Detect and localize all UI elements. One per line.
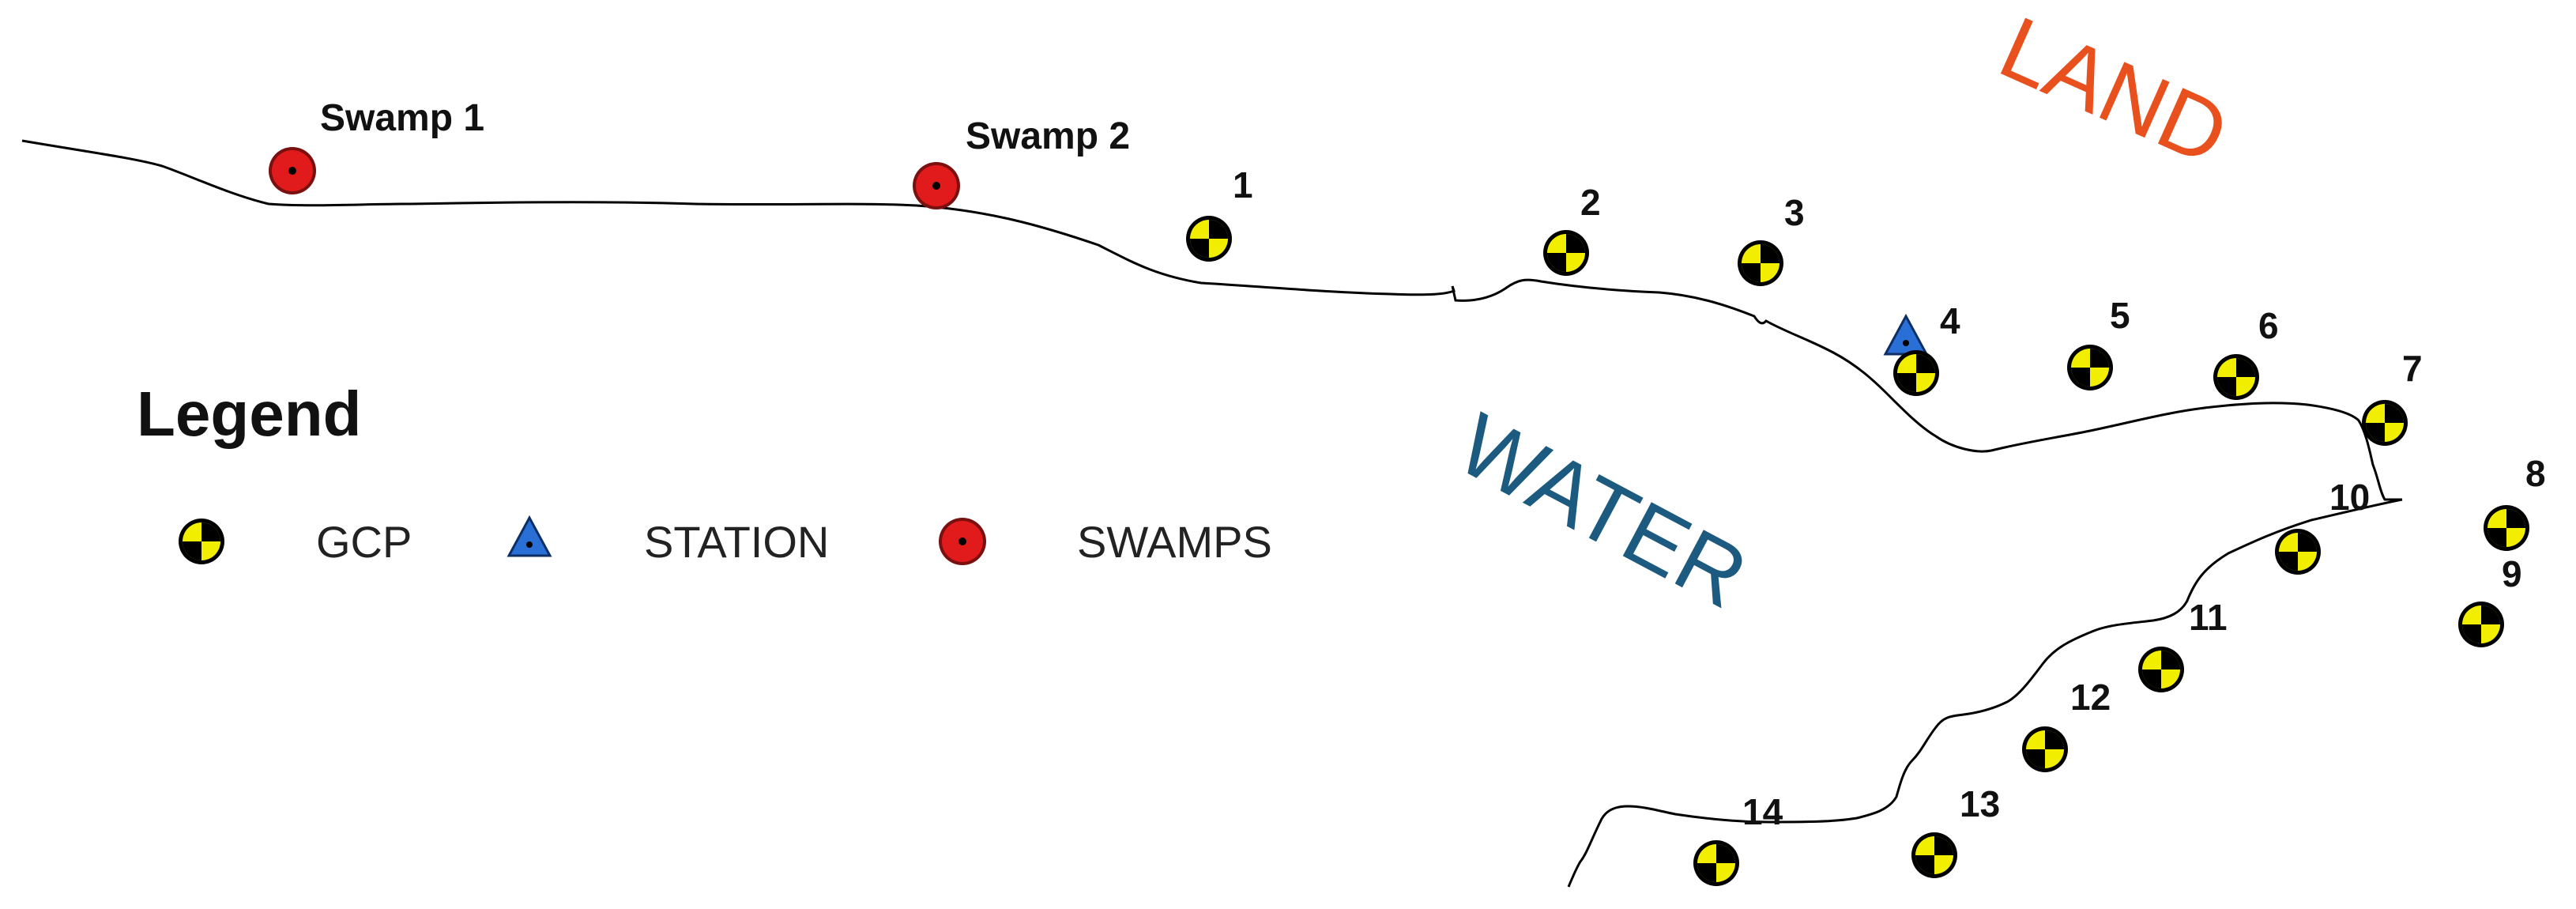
gcp-icon — [1738, 240, 1783, 286]
gcp-icon — [179, 519, 224, 564]
gcp-marker[interactable]: 8 — [2484, 453, 2546, 551]
gcp-label: 8 — [2525, 453, 2546, 494]
gcp-label: 12 — [2070, 677, 2111, 718]
gcp-marker[interactable]: 13 — [1911, 783, 2000, 878]
legend-item-swamps: SWAMPS — [935, 506, 1272, 577]
water-label: WATER — [1443, 394, 1763, 627]
gcp-icon — [1186, 216, 1232, 262]
legend: GCP STATION SWAMPS — [174, 506, 1359, 577]
gcp-marker[interactable]: 4 — [1893, 300, 1960, 396]
station-marker[interactable] — [1884, 315, 1928, 356]
land-label: LAND — [1987, 0, 2243, 184]
gcp-label: 11 — [2189, 597, 2228, 638]
gcp-label: 1 — [1233, 164, 1253, 206]
swamp-icon — [939, 518, 986, 565]
gcp-label: 7 — [2402, 348, 2423, 389]
gcp-icon — [2484, 505, 2529, 551]
gcp-icon — [2138, 647, 2184, 692]
gcp-marker[interactable]: 10 — [2275, 477, 2370, 575]
gcp-label: 13 — [1960, 783, 2000, 824]
swamp-marker[interactable]: Swamp 1 — [269, 97, 484, 194]
gcp-marker[interactable]: 5 — [2067, 295, 2130, 390]
gcp-marker[interactable]: 12 — [2022, 677, 2111, 772]
gcp-icon — [2067, 345, 2113, 390]
swamp-marker[interactable]: Swamp 2 — [913, 115, 1130, 209]
gcp-icon — [1893, 350, 1939, 396]
gcp-icon — [2022, 726, 2068, 772]
gcp-label: 10 — [2329, 477, 2370, 518]
gcp-marker[interactable]: 9 — [2458, 553, 2522, 647]
legend-item-station: STATION — [502, 506, 829, 577]
swamp-label: Swamp 1 — [320, 97, 484, 139]
gcp-icon — [1543, 230, 1589, 276]
gcp-icon — [2275, 529, 2321, 575]
swamp-icon — [269, 147, 316, 194]
swamp-icon — [913, 162, 960, 209]
gcp-label: 6 — [2258, 305, 2279, 346]
gcp-label: 9 — [2502, 553, 2522, 594]
gcp-icon — [2458, 602, 2504, 647]
shoreline-lower — [1567, 498, 2403, 888]
gcp-marker[interactable]: 2 — [1543, 182, 1601, 276]
legend-item-gcp: GCP — [174, 506, 412, 577]
legend-label: STATION — [644, 516, 830, 567]
gcp-label: 14 — [1742, 791, 1783, 832]
gcp-marker[interactable]: 7 — [2362, 348, 2423, 446]
gcp-icon — [1693, 840, 1739, 886]
gcp-marker[interactable]: 3 — [1738, 192, 1805, 286]
swamp-label: Swamp 2 — [966, 115, 1130, 157]
legend-label: GCP — [316, 516, 412, 567]
station-icon — [507, 515, 552, 557]
gcp-marker[interactable]: 11 — [2138, 597, 2228, 692]
gcp-label: 4 — [1940, 300, 1960, 341]
shoreline-upper — [21, 139, 2402, 501]
legend-title: Legend — [137, 379, 362, 449]
legend-label: SWAMPS — [1077, 516, 1272, 567]
gcp-icon — [1911, 832, 1957, 878]
gcp-icon — [2362, 400, 2408, 446]
gcp-label: 2 — [1580, 182, 1601, 223]
gcp-marker[interactable]: 6 — [2213, 305, 2279, 400]
station-icon — [1884, 315, 1928, 356]
gcp-marker[interactable]: 1 — [1186, 164, 1253, 262]
gcp-marker[interactable]: 14 — [1693, 791, 1783, 886]
gcp-icon — [2213, 354, 2259, 400]
gcp-label: 3 — [1784, 192, 1805, 233]
gcp-label: 5 — [2110, 295, 2130, 336]
